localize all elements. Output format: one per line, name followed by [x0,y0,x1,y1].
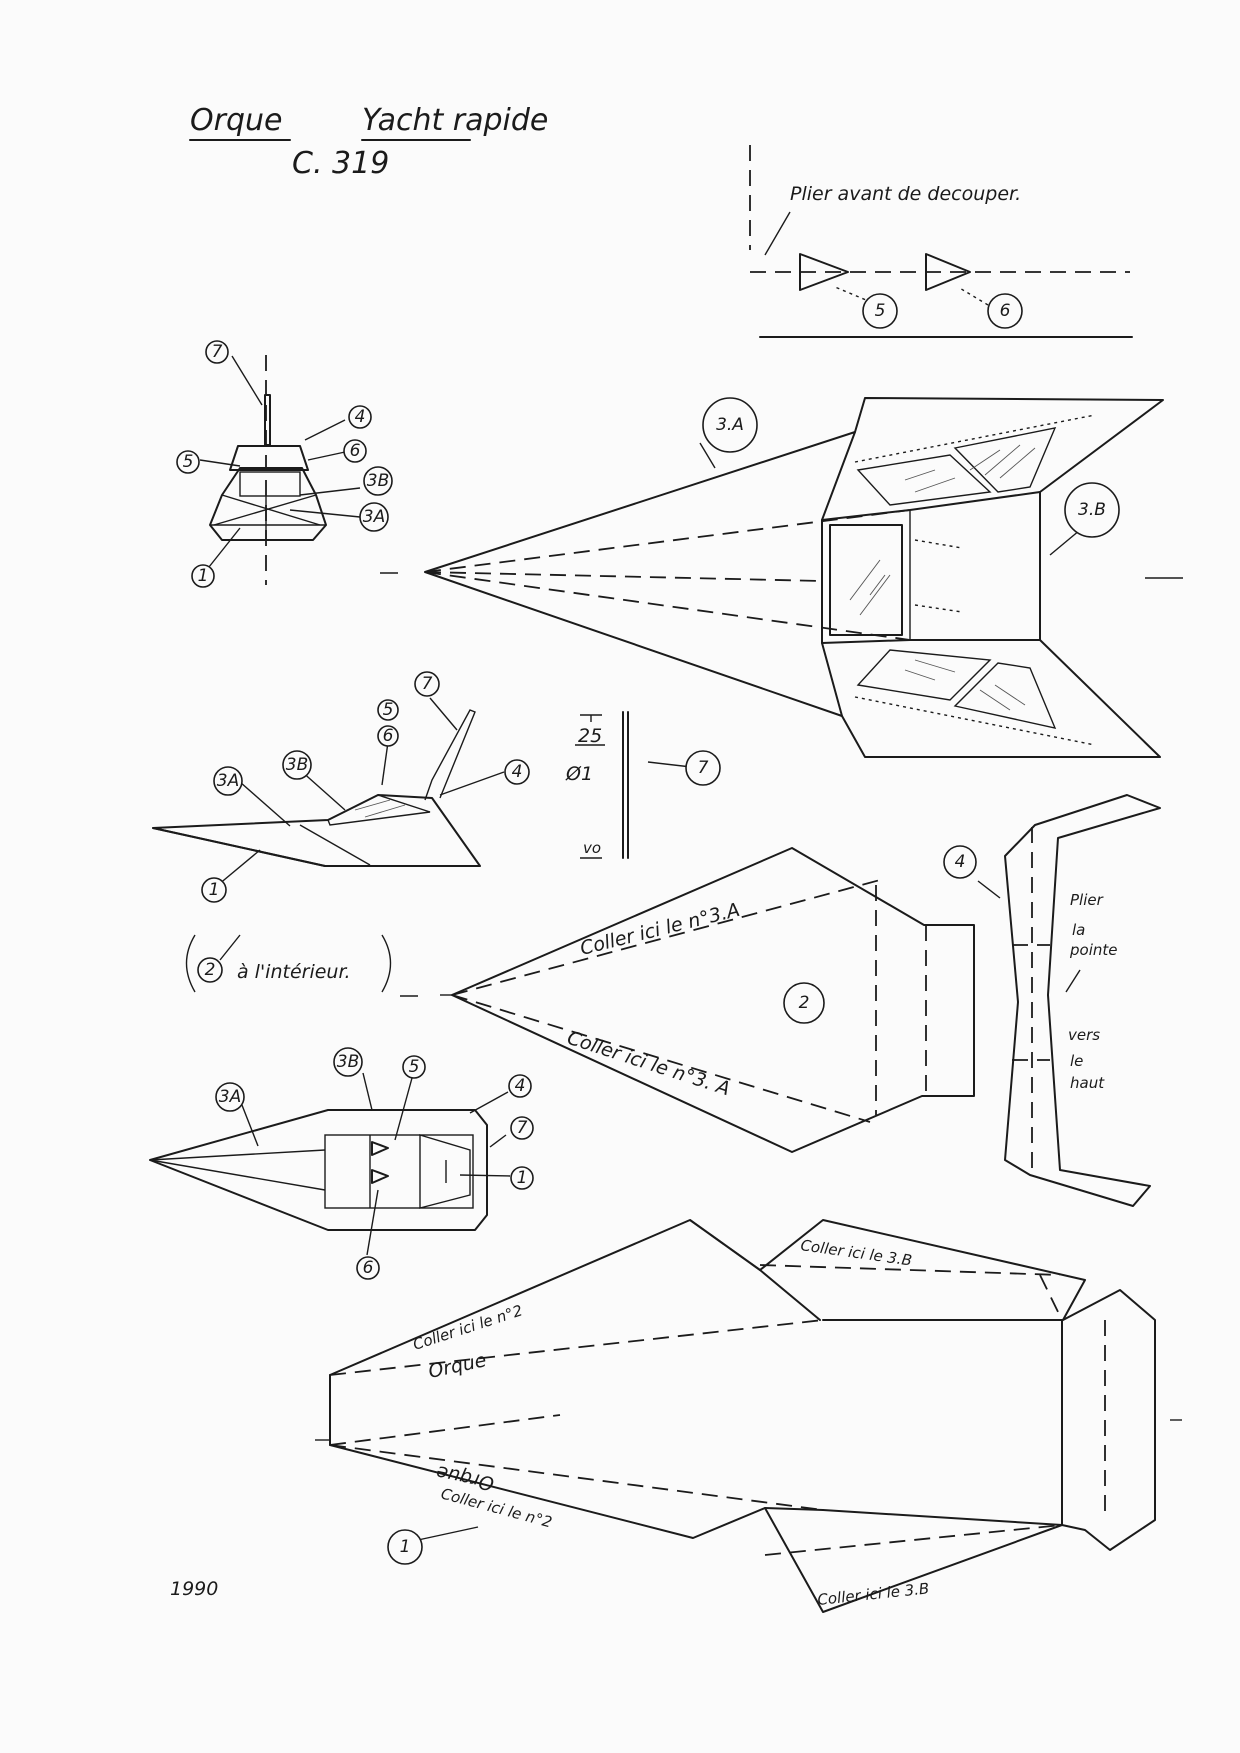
side-view-assembly [152,697,505,961]
svg-text:5: 5 [383,700,394,720]
part-2 [440,847,975,1153]
part-6-flag [925,253,971,291]
svg-text:7: 7 [422,674,433,694]
p4-note-2: la [1072,921,1085,939]
svg-text:3B: 3B [367,471,389,491]
mast-length: 25 [578,725,602,747]
mast-diameter: Ø1 [565,763,593,785]
p4-note-3: pointe [1069,941,1117,959]
part-5-flag [799,253,849,291]
svg-text:6: 6 [383,726,394,746]
glue-3a-bottom: Coller ici le n°3. A [564,1027,732,1100]
svg-text:4: 4 [512,762,523,782]
model-name: Orque [190,103,282,138]
p4-note-4: vers [1068,1026,1100,1044]
svg-text:3B: 3B [286,755,308,775]
top-view-assembly [149,1072,511,1256]
svg-text:2: 2 [205,960,216,980]
svg-text:4: 4 [515,1076,526,1096]
svg-text:1: 1 [209,880,220,900]
svg-text:7: 7 [517,1118,528,1138]
year: 1990 [170,1578,218,1600]
svg-text:3.A: 3.A [716,415,744,435]
model-type: Yacht rapide [362,103,548,138]
svg-text:7: 7 [212,342,223,362]
svg-text:2: 2 [799,993,810,1013]
part-4 [977,794,1161,1207]
fold-instruction: Plier avant de decouper. [790,183,1021,205]
p1-name: Orque [426,1349,488,1383]
svg-text:3A: 3A [363,507,385,527]
svg-text:1: 1 [198,566,209,586]
p4-note-1: Plier [1070,891,1104,909]
svg-text:3A: 3A [219,1087,241,1107]
front-view-assembly [199,355,361,585]
svg-text:6: 6 [1000,301,1011,321]
svg-text:4: 4 [355,407,366,427]
p4-note-5: le [1070,1052,1083,1070]
svg-text:4: 4 [955,852,966,872]
svg-text:1: 1 [400,1537,411,1557]
svg-text:6: 6 [363,1258,374,1278]
svg-text:5: 5 [183,452,194,472]
model-code: C. 319 [292,146,389,181]
svg-text:7: 7 [698,758,709,778]
glue-2-top: Coller ici le n°2 [411,1301,525,1353]
part-1-hull [315,1219,1182,1613]
glue-3b-bottom: Coller ici le 3.B [817,1579,931,1609]
inside-note: à l'intérieur. [237,961,351,983]
glue-3b-top: Coller ici le 3.B [799,1236,913,1269]
svg-text:6: 6 [350,441,361,461]
glue-2-bottom: Coller ici le n°2 [439,1484,554,1531]
svg-text:3A: 3A [217,771,239,791]
svg-text:1: 1 [517,1168,528,1188]
svg-text:3B: 3B [337,1052,359,1072]
part-3ab-deck [380,397,1183,758]
svg-text:5: 5 [875,301,886,321]
svg-text:3.B: 3.B [1078,500,1106,520]
mast-unit: vo [583,839,601,857]
p4-note-6: haut [1070,1074,1105,1092]
svg-text:5: 5 [409,1057,420,1077]
